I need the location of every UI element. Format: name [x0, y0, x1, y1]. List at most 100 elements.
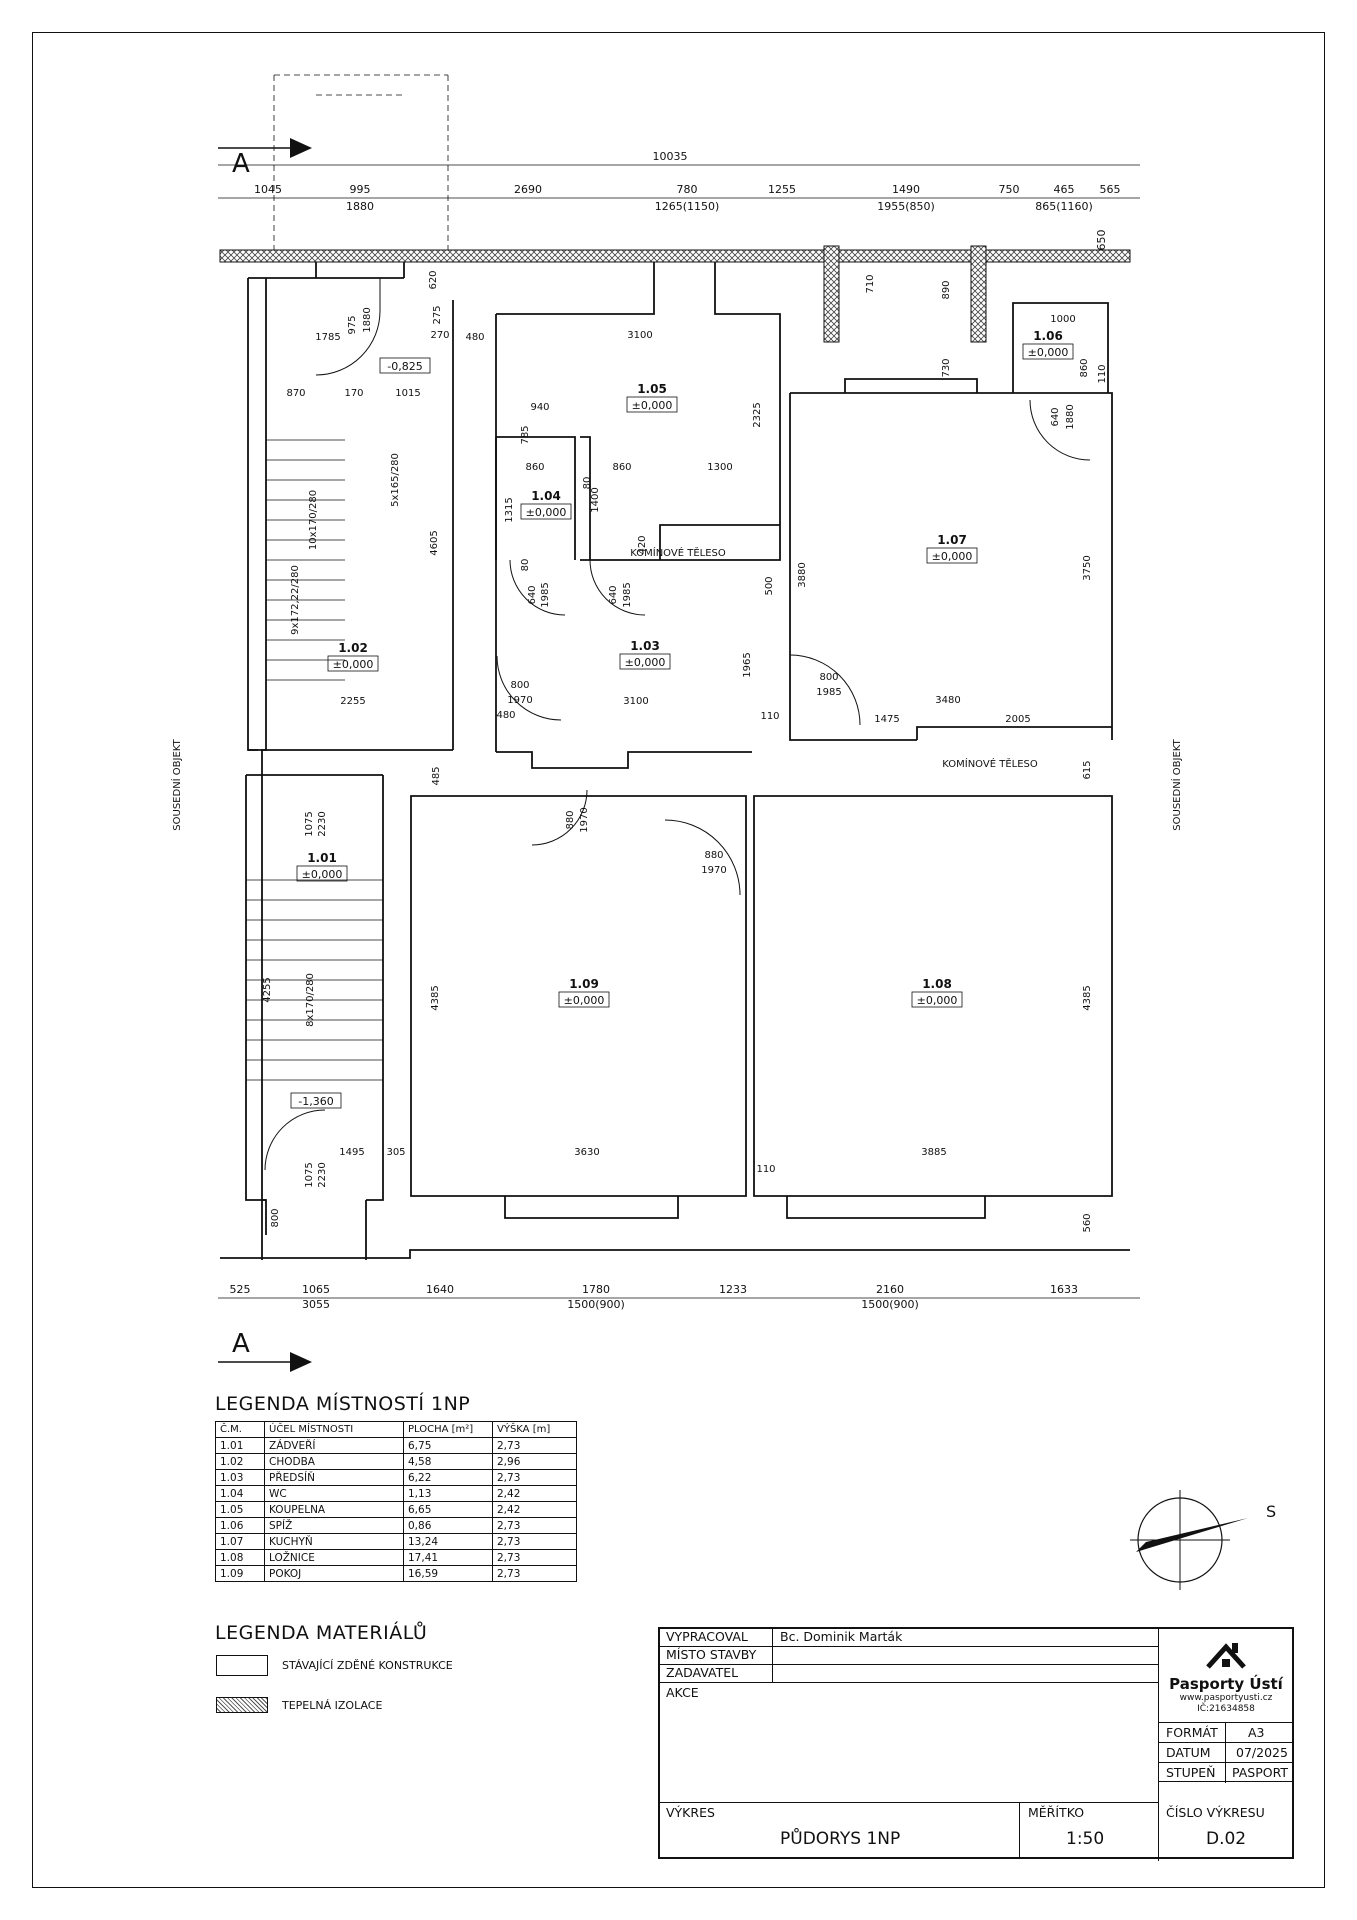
level-box [926, 547, 978, 564]
dimension-label: 615 [1082, 760, 1093, 779]
table-cell: 2,73 [492, 1517, 577, 1534]
cislo-label: ČÍSLO VÝKRESU [1166, 1805, 1265, 1820]
dimension-label: 465 [1054, 183, 1075, 196]
dimension-label: 1985 [622, 582, 633, 607]
table-cell: 2,96 [492, 1453, 577, 1470]
insulation-chimney [970, 245, 987, 343]
dimension-label: 500 [764, 576, 775, 595]
dimension-label: 800 [819, 672, 838, 683]
level-mark: -1,360 [298, 1095, 333, 1108]
north-label: S [1266, 1502, 1276, 1521]
stupen-label: STUPEŇ [1166, 1765, 1216, 1780]
material-insulation: TEPELNÁ IZOLACE [216, 1697, 382, 1713]
dimension-label: 860 [1079, 358, 1090, 377]
dimension-label: 1315 [504, 497, 515, 522]
dimension-label: 870 [286, 388, 305, 399]
dimension-label: 110 [756, 1164, 775, 1175]
dimension-label: 110 [1097, 364, 1108, 383]
level-box [327, 655, 379, 672]
table-cell: 16,59 [403, 1565, 493, 1582]
dimension-label: 730 [941, 358, 952, 377]
dimension-label: 110 [760, 711, 779, 722]
dimension-label: 305 [386, 1147, 405, 1158]
zadavatel-label: ZADAVATEL [666, 1665, 739, 1680]
dimension-label: 1265(1150) [655, 200, 720, 213]
dimension-label: 3880 [797, 562, 808, 587]
table-cell: 0,86 [403, 1517, 493, 1534]
table-cell: 6,75 [403, 1437, 493, 1454]
dimension-label: 780 [677, 183, 698, 196]
dimension-label: 480 [465, 332, 484, 343]
dimension-label: 710 [865, 274, 876, 293]
dimension-label: 2230 [317, 811, 328, 836]
north-arrow: S [1130, 1490, 1276, 1590]
legend-rooms-title: LEGENDA MÍSTNOSTÍ 1NP [215, 1393, 471, 1415]
format-value: A3 [1248, 1725, 1265, 1740]
material-masonry: STÁVAJÍCÍ ZDĚNÉ KONSTRUKCE [216, 1655, 453, 1676]
material-label: TEPELNÁ IZOLACE [282, 1698, 383, 1712]
dimension-label: 275 [432, 305, 443, 324]
dimension-label: 890 [941, 280, 952, 299]
level-box [520, 503, 572, 520]
level-box [626, 396, 678, 413]
dimension-label: 3480 [935, 695, 960, 706]
room-level: ±0,000 [917, 994, 958, 1007]
stupen-value: PASPORT [1232, 1765, 1289, 1780]
table-cell: 4,58 [403, 1453, 493, 1470]
dimension-label: 650 [1095, 230, 1108, 251]
dimension-label: 2255 [340, 696, 365, 707]
table-cell: KOUPELNA [264, 1501, 404, 1518]
room-level: ±0,000 [333, 658, 374, 671]
dimension-label: 10035 [653, 150, 688, 163]
dimension-label: 1045 [254, 183, 282, 196]
dimension-label: 2005 [1005, 714, 1030, 725]
table-cell: 1.01 [215, 1437, 265, 1454]
dimension-label: 3100 [627, 330, 652, 341]
room-level: ±0,000 [526, 506, 567, 519]
vypracoval-value: Bc. Dominik Marták [780, 1629, 903, 1644]
dimension-label: 1490 [892, 183, 920, 196]
dimension-label: 1880 [346, 200, 374, 213]
chimney-label: KOMÍNOVÉ TĚLESO [942, 757, 1038, 770]
level-box [911, 991, 963, 1008]
dimension-label: 785 [520, 425, 531, 444]
table-cell: 6,22 [403, 1469, 493, 1486]
dimension-label: 1880 [1065, 404, 1076, 429]
dimension-label: 1495 [339, 1147, 364, 1158]
dimension-label: 3055 [302, 1298, 330, 1311]
insulation-chimney [823, 245, 840, 343]
table-cell: 1.02 [215, 1453, 265, 1470]
datum-label: DATUM [1166, 1745, 1211, 1760]
dimension-label: 640 [1050, 407, 1061, 426]
dimension-label: 1970 [579, 807, 590, 832]
level-mark: -0,825 [387, 360, 422, 373]
dimension-label: 1400 [590, 487, 601, 512]
table-cell: POKOJ [264, 1565, 404, 1582]
dimension-label: 1015 [395, 388, 420, 399]
dimension-label: 640 [527, 585, 538, 604]
room-level: ±0,000 [564, 994, 605, 1007]
room-level: ±0,000 [302, 868, 343, 881]
table-cell: 2,73 [492, 1565, 577, 1582]
dimension-label: 880 [565, 810, 576, 829]
table-cell: 17,41 [403, 1549, 493, 1566]
dimension-label: 1985 [816, 687, 841, 698]
dimension-label: 2325 [752, 402, 763, 427]
room-id: 1.07 [937, 533, 967, 547]
dimension-label: 525 [230, 1283, 251, 1296]
walls [220, 262, 1130, 1260]
dimension-label: 3750 [1082, 555, 1093, 580]
chimney-label: KOMÍNOVÉ TĚLESO [630, 546, 726, 559]
dimension-label: 1500(900) [861, 1298, 919, 1311]
table-header-cell: Č.M. [215, 1421, 265, 1438]
dimension-label: 1233 [719, 1283, 747, 1296]
table-cell: CHODBA [264, 1453, 404, 1470]
room-id: 1.06 [1033, 329, 1063, 343]
insulation-swatch [216, 1697, 268, 1713]
dimension-label: 1633 [1050, 1283, 1078, 1296]
table-header-cell: ÚČEL MÍSTNOSTI [264, 1421, 404, 1438]
